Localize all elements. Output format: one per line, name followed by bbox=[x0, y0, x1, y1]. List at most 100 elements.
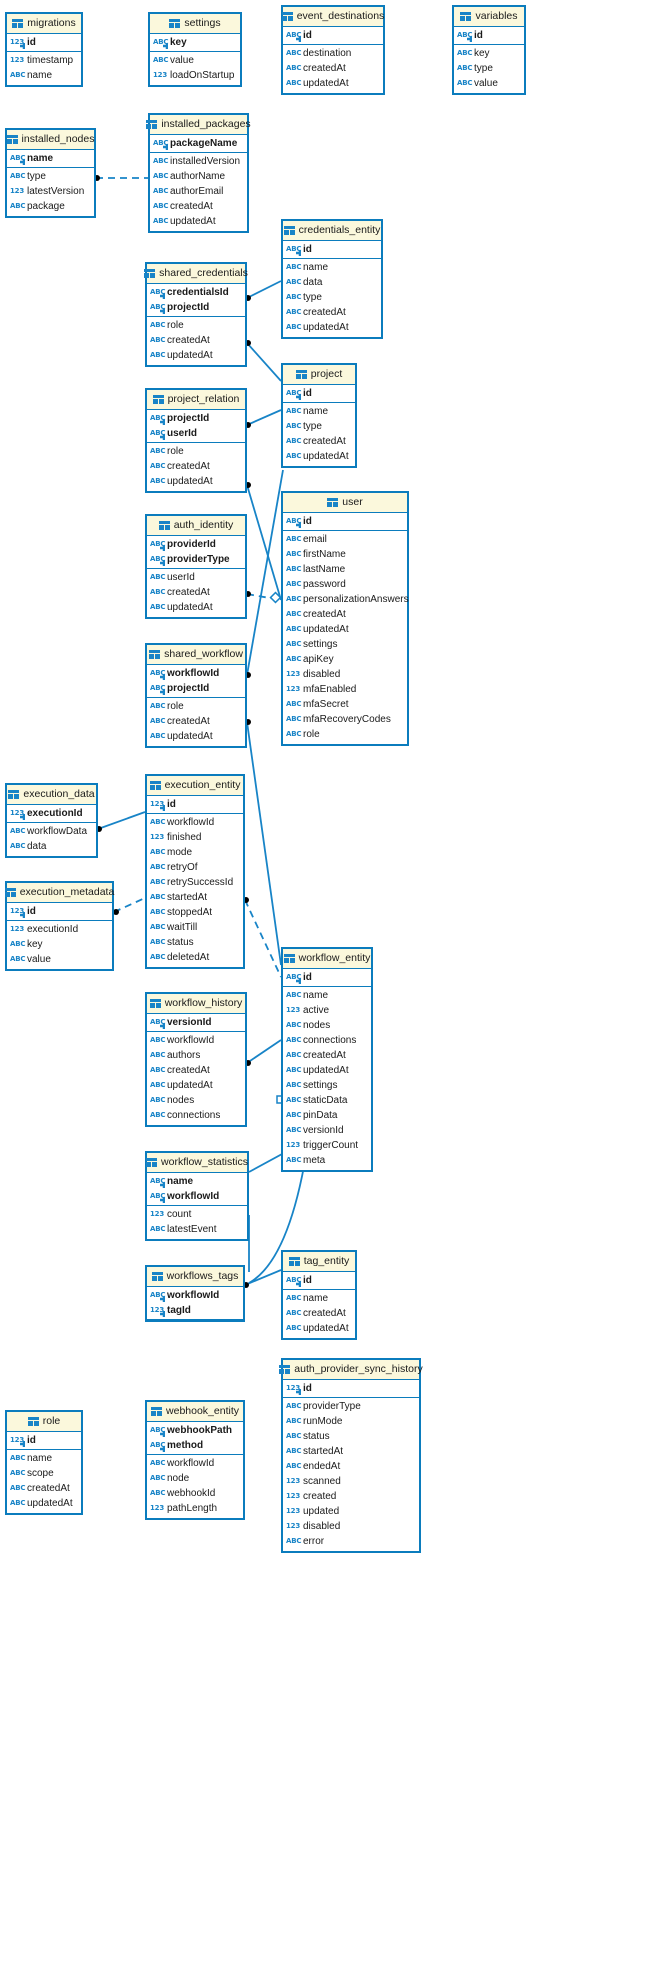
table-header[interactable]: webhook_entity bbox=[147, 1402, 243, 1422]
table-header[interactable]: project bbox=[283, 365, 355, 385]
table-header[interactable]: workflows_tags bbox=[147, 1267, 243, 1287]
table-header[interactable]: workflow_entity bbox=[283, 949, 371, 969]
table-header[interactable]: execution_entity bbox=[147, 776, 243, 796]
table-header[interactable]: auth_identity bbox=[147, 516, 245, 536]
table-header[interactable]: auth_provider_sync_history bbox=[279, 1360, 423, 1380]
table-header[interactable]: variables bbox=[454, 7, 524, 27]
table-header[interactable]: project_relation bbox=[147, 390, 245, 410]
table-header[interactable]: settings bbox=[150, 14, 240, 34]
